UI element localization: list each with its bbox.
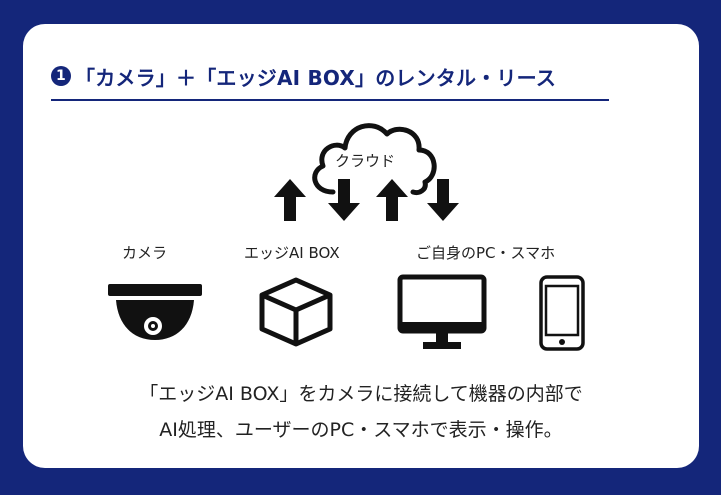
camera-icon bbox=[108, 284, 202, 340]
caption-line-2: AI処理、ユーザーのPC・スマホで表示・操作。 bbox=[159, 419, 563, 441]
caption-line-1: 「エッジAI BOX」をカメラに接続して機器の内部で bbox=[139, 383, 583, 405]
heading-underline bbox=[51, 99, 609, 101]
camera-label: カメラ bbox=[122, 244, 168, 262]
smartphone-icon bbox=[539, 275, 585, 351]
section-heading: 1 「カメラ」＋「エッジAI BOX」のレンタル・リース bbox=[51, 64, 557, 90]
edge-box-label: エッジAI BOX bbox=[244, 244, 340, 262]
arrow-up-icon bbox=[376, 179, 408, 221]
cube-icon bbox=[259, 277, 333, 347]
cloud-icon bbox=[312, 123, 437, 195]
cloud-label: クラウド bbox=[335, 152, 396, 170]
monitor-icon bbox=[397, 274, 487, 349]
step-number-badge: 1 bbox=[51, 66, 71, 86]
arrow-up-icon bbox=[274, 179, 306, 221]
arrow-down-icon bbox=[328, 179, 360, 221]
heading-text: 「カメラ」＋「エッジAI BOX」のレンタル・リース bbox=[75, 65, 557, 90]
pc-phone-label: ご自身のPC・スマホ bbox=[416, 244, 556, 262]
content-card: 1 「カメラ」＋「エッジAI BOX」のレンタル・リース クラウド カメラ エッ… bbox=[23, 24, 699, 468]
arrow-down-icon bbox=[427, 179, 459, 221]
